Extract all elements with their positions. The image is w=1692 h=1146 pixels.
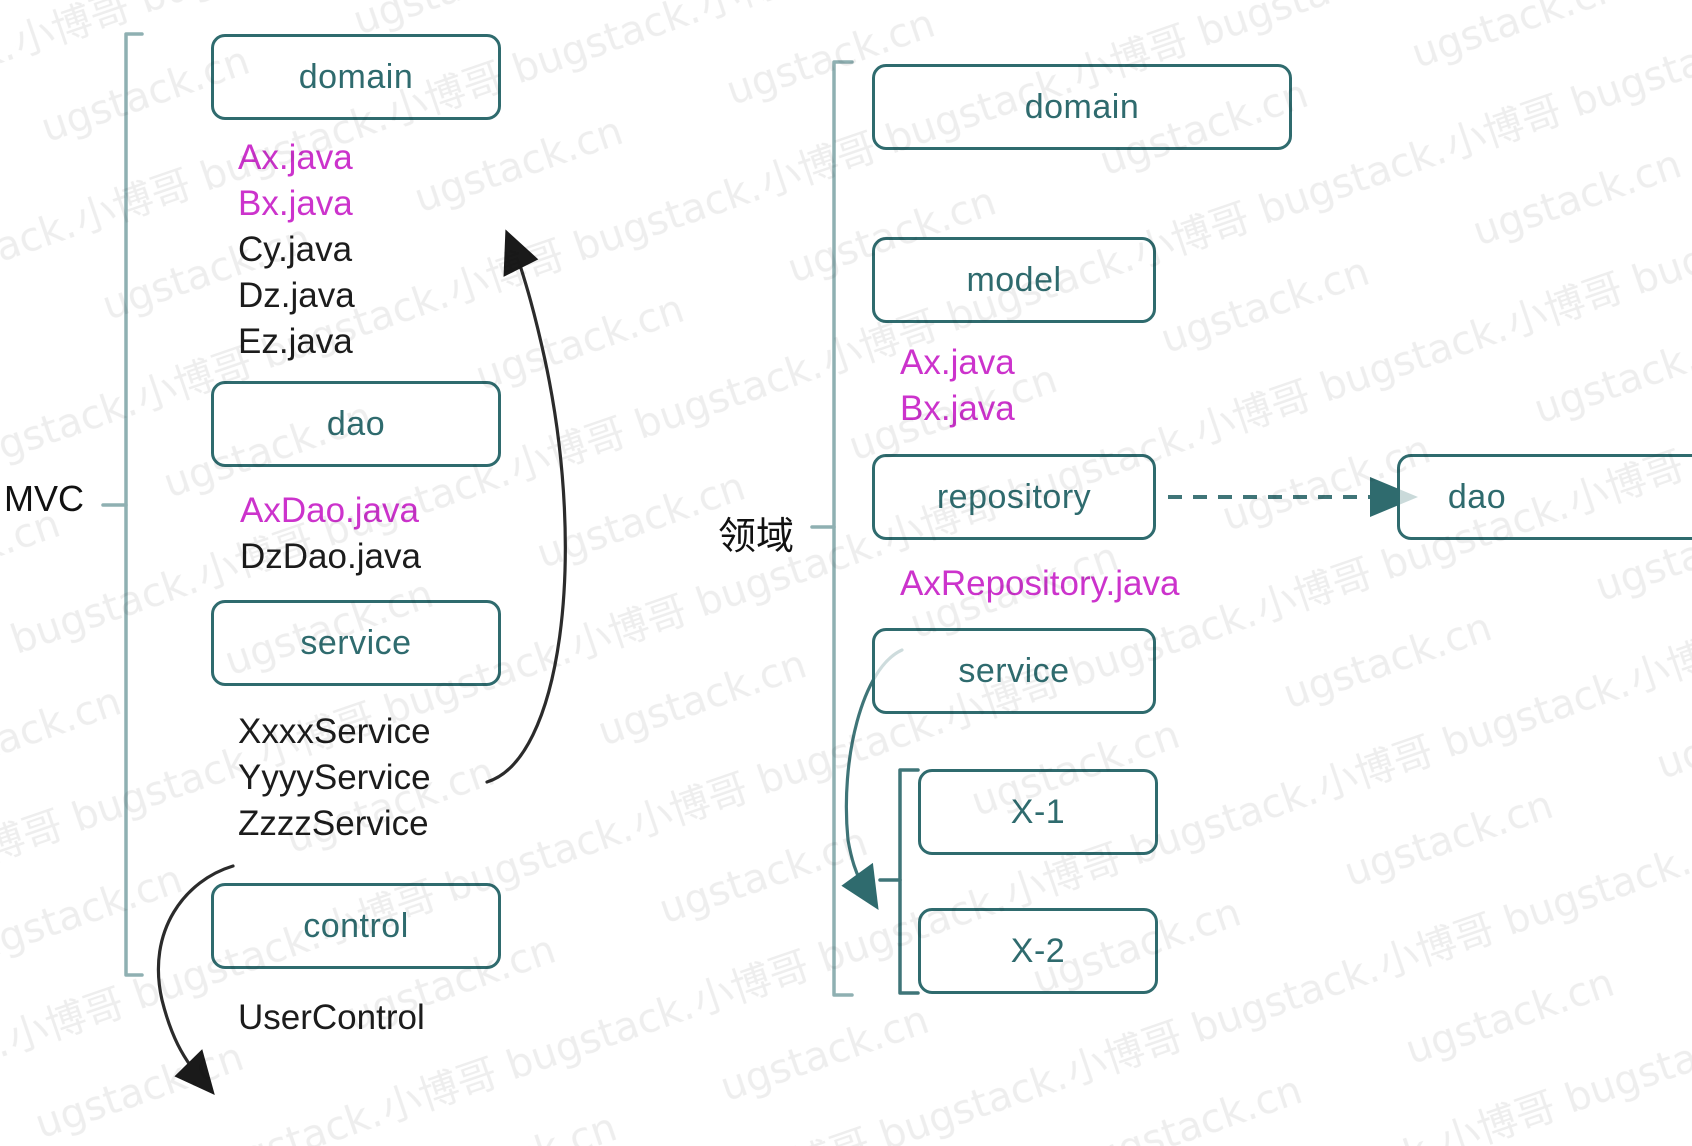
right-service-label: service [958, 651, 1070, 690]
left-domain-file-2: Cy.java [238, 230, 353, 269]
left-service-box[interactable]: service [211, 600, 501, 686]
left-service-file-1: YyyyService [238, 758, 431, 797]
left-domain-file-0: Ax.java [238, 138, 353, 177]
domain-bracket [810, 60, 854, 997]
right-domain-box[interactable]: domain [872, 64, 1292, 150]
left-dao-file-1: DzDao.java [240, 537, 421, 576]
mvc-bracket [101, 32, 144, 977]
left-domain-label: domain [298, 57, 414, 96]
right-x2-box[interactable]: X-2 [918, 908, 1158, 994]
left-control-file-0: UserControl [238, 998, 425, 1037]
left-dao-box[interactable]: dao [211, 381, 501, 467]
right-repository-label: repository [936, 477, 1092, 516]
right-x2-label: X-2 [1010, 931, 1066, 970]
left-service-file-2: ZzzzService [238, 804, 429, 843]
left-control-box[interactable]: control [211, 883, 501, 969]
service-to-domain-arrow [485, 229, 567, 784]
left-dao-file-0: AxDao.java [240, 491, 419, 530]
right-domain-label: domain [1024, 87, 1140, 126]
left-service-label: service [300, 623, 412, 662]
right-model-file-1: Bx.java [900, 389, 1015, 428]
left-control-label: control [303, 906, 409, 945]
mvc-group-label: MVC [4, 478, 84, 519]
left-domain-box[interactable]: domain [211, 34, 501, 120]
left-domain-file-1: Bx.java [238, 184, 353, 223]
right-repository-box[interactable]: repository [872, 454, 1156, 540]
left-domain-file-3: Dz.java [238, 276, 355, 315]
left-service-file-0: XxxxService [238, 712, 431, 751]
sub-bracket [878, 768, 920, 995]
right-service-box[interactable]: service [872, 628, 1156, 714]
left-domain-file-4: Ez.java [238, 322, 353, 361]
right-x1-label: X-1 [1010, 792, 1066, 831]
right-model-file-0: Ax.java [900, 343, 1015, 382]
external-dao-label: dao [1447, 477, 1507, 516]
external-dao-box[interactable]: dao [1397, 454, 1692, 540]
right-repository-file-0: AxRepository.java [900, 564, 1180, 603]
domain-group-label: 领域 [718, 514, 795, 558]
right-model-label: model [966, 260, 1062, 299]
right-x1-box[interactable]: X-1 [918, 769, 1158, 855]
left-dao-label: dao [326, 404, 386, 443]
right-model-box[interactable]: model [872, 237, 1156, 323]
